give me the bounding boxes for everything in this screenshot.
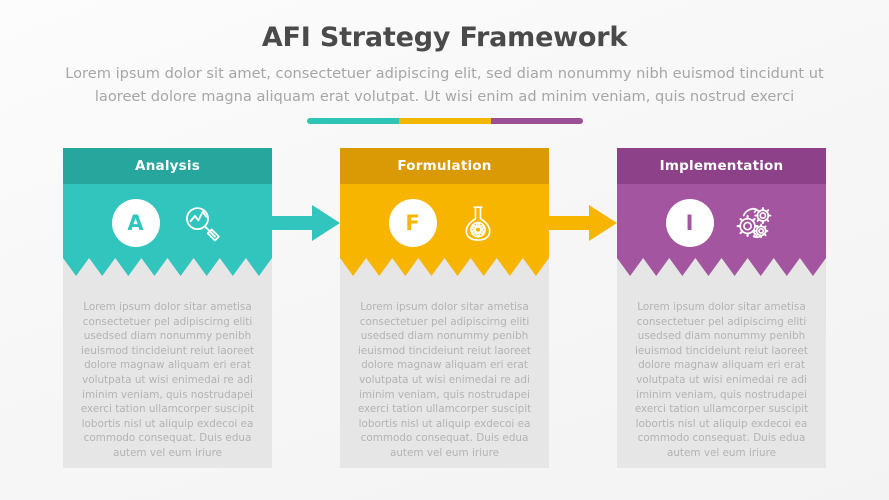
card-analysis[interactable]: Analysis A Lorem i bbox=[63, 148, 272, 468]
card-body-text: Lorem ipsum dolor sitar ametisa consecte… bbox=[357, 301, 532, 459]
card-letter-badge: F bbox=[388, 199, 437, 247]
card-formulation[interactable]: Formulation F bbox=[340, 148, 549, 468]
card-implementation[interactable]: Implementation I bbox=[617, 148, 826, 468]
card-badge-row: I bbox=[617, 192, 826, 254]
zigzag-edge-icon bbox=[617, 258, 826, 276]
divider-segment-3 bbox=[490, 118, 583, 124]
card-letter-badge: I bbox=[665, 199, 714, 247]
card-title-label: Analysis bbox=[135, 158, 200, 174]
card-header-formulation: Formulation bbox=[340, 148, 549, 184]
card-color-block: Analysis A bbox=[63, 148, 272, 276]
cards-row: Analysis A Lorem i bbox=[63, 148, 826, 468]
card-color-block: Formulation F bbox=[340, 148, 549, 276]
card-title-label: Implementation bbox=[659, 158, 784, 174]
card-letter-badge: A bbox=[111, 199, 160, 247]
magnifier-chart-icon bbox=[178, 200, 224, 246]
card-letter: I bbox=[685, 211, 694, 235]
arrow-analysis-to-formulation bbox=[272, 205, 340, 241]
card-header-implementation: Implementation bbox=[617, 148, 826, 184]
card-badge-row: A bbox=[63, 192, 272, 254]
page-title: AFI Strategy Framework bbox=[261, 22, 628, 53]
card-body-text: Lorem ipsum dolor sitar ametisa consecte… bbox=[80, 301, 255, 459]
card-badge-row: F bbox=[340, 192, 549, 254]
card-title-label: Formulation bbox=[397, 158, 492, 174]
card-header-analysis: Analysis bbox=[63, 148, 272, 184]
page-subtitle: Lorem ipsum dolor sit amet, consectetuer… bbox=[65, 65, 824, 105]
zigzag-edge-icon bbox=[340, 258, 549, 276]
zigzag-edge-icon bbox=[63, 258, 272, 276]
divider-segment-2 bbox=[398, 118, 491, 124]
divider bbox=[306, 118, 583, 124]
card-letter: F bbox=[405, 211, 420, 235]
card-color-block: Implementation I bbox=[617, 148, 826, 276]
divider-segment-1 bbox=[306, 118, 399, 124]
card-letter: A bbox=[127, 211, 144, 235]
arrow-formulation-to-implementation bbox=[549, 205, 617, 241]
card-body-text: Lorem ipsum dolor sitar ametisa consecte… bbox=[634, 301, 809, 459]
flask-molecule-icon bbox=[455, 200, 501, 246]
gears-icon bbox=[732, 200, 778, 246]
